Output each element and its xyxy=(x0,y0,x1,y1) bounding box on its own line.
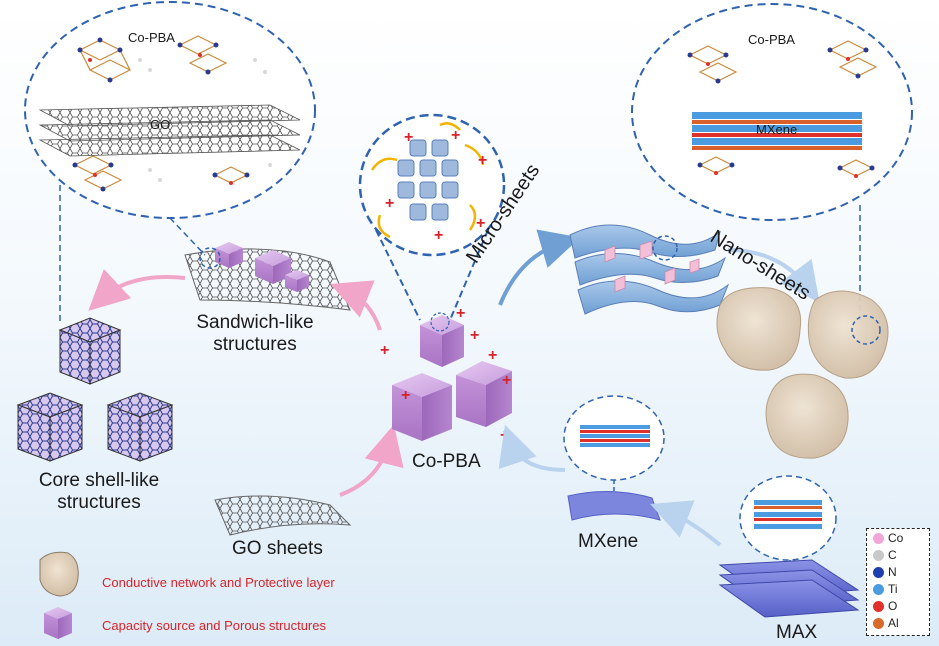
o-atom-icon xyxy=(873,601,884,612)
max-stack xyxy=(718,559,860,618)
inset-connector-right xyxy=(169,217,206,256)
go-sheets-label: GO sheets xyxy=(232,538,323,559)
legend-conductive-network: Conductive network and Protective layer xyxy=(102,575,335,590)
co-pba-label-top-right: Co-PBA xyxy=(748,32,795,47)
copba-cube-top xyxy=(420,312,464,367)
mxene-inset-circle xyxy=(631,3,913,221)
co-pba-center-label: Co-PBA xyxy=(412,451,481,472)
n-atom-icon xyxy=(873,567,884,578)
arrow-gosheets-to-copba xyxy=(339,424,404,497)
svg-text:+: + xyxy=(385,195,394,212)
sandwich-structure xyxy=(184,242,351,311)
core-shell-cube-left xyxy=(16,392,84,462)
max-small-inset xyxy=(739,475,837,568)
core-shell-structures-label: Core shell-like structures xyxy=(38,470,160,513)
arrow-micro-sheets xyxy=(498,229,581,306)
sandwich-structures-label: Sandwich-like structures xyxy=(196,312,314,355)
arrow-copba-to-sandwich xyxy=(330,280,382,331)
arrow-nano-sheets xyxy=(727,248,820,303)
go-sheet xyxy=(214,495,352,536)
mxene-sheet xyxy=(567,491,661,521)
mxene-label: MXene xyxy=(578,531,639,552)
mxene-inset-label: MXene xyxy=(756,122,798,137)
positive-charge-marks: + + + + + + + + + + + + + xyxy=(380,127,511,444)
ti-atom-icon xyxy=(873,584,884,595)
element-legend: Co C N Ti O Al xyxy=(866,528,930,636)
svg-text:+: + xyxy=(456,305,465,322)
arrow-max-to-mxene xyxy=(650,500,722,547)
go-inset-label: GO xyxy=(150,117,171,132)
go-inset-circle xyxy=(24,1,316,219)
shell-wrapped-cube-3 xyxy=(765,373,849,459)
svg-text:+: + xyxy=(488,347,497,364)
svg-text:+: + xyxy=(476,215,485,232)
micro-sheets-stack xyxy=(569,224,730,315)
svg-text:+: + xyxy=(404,129,413,146)
copba-cube-right xyxy=(456,361,512,427)
svg-text:+: + xyxy=(478,152,487,169)
al-atom-icon xyxy=(873,618,884,629)
core-shell-cube-top xyxy=(58,317,122,385)
small-cube-2 xyxy=(255,250,291,284)
co-atom-icon xyxy=(873,533,884,544)
svg-text:+: + xyxy=(401,387,410,404)
svg-text:+: + xyxy=(502,372,511,389)
pba-inset-circle xyxy=(358,113,506,321)
mxene-small-inset xyxy=(563,395,665,492)
shell-wrapped-cube-1 xyxy=(716,287,802,371)
max-label: MAX xyxy=(776,622,818,643)
co-pba-label-top-left: Co-PBA xyxy=(128,30,175,45)
svg-text:+: + xyxy=(470,327,479,344)
c-atom-icon xyxy=(873,550,884,561)
copba-cube-left xyxy=(392,373,452,441)
arrow-sandwich-to-coreshell xyxy=(88,269,186,311)
legend-capacity-source: Capacity source and Porous structures xyxy=(102,618,326,633)
shell-legend-icon xyxy=(39,551,79,597)
svg-text:+: + xyxy=(451,127,460,144)
pba-legend-icon xyxy=(44,607,72,639)
svg-text:+: + xyxy=(500,427,509,444)
svg-text:+: + xyxy=(380,342,389,359)
shell-wrapped-cube-2 xyxy=(807,290,889,379)
core-shell-cube-right xyxy=(106,392,174,462)
arrow-mxene-to-copba xyxy=(498,424,566,472)
mxene-layers xyxy=(692,112,862,150)
svg-text:+: + xyxy=(434,227,443,244)
graphene-stack xyxy=(38,104,301,157)
small-cube-3 xyxy=(285,270,309,292)
